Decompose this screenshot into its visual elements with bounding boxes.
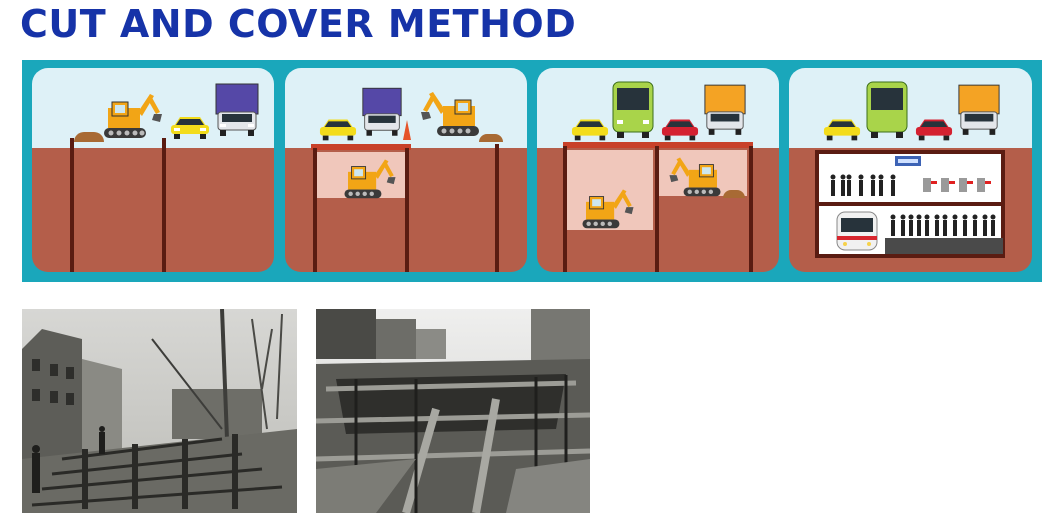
- taxi-icon: [823, 114, 861, 142]
- platform: [885, 238, 1003, 254]
- soil-mound: [74, 132, 104, 142]
- excavator-icon: [577, 186, 639, 230]
- diaphragm-wall: [162, 138, 166, 272]
- people-icon: [829, 174, 919, 198]
- soil-mound: [723, 190, 745, 198]
- taxi-icon: [319, 114, 357, 142]
- diaphragm-wall: [313, 148, 317, 272]
- cut-and-cover-diagram: [22, 60, 1042, 282]
- stage-2-panel: [285, 68, 527, 272]
- excavator-icon: [102, 90, 164, 140]
- truck-icon: [214, 82, 260, 138]
- soil-mound: [479, 134, 503, 142]
- diaphragm-wall: [563, 146, 567, 272]
- diaphragm-wall: [749, 146, 753, 272]
- excavator-icon: [339, 156, 401, 200]
- excavator-icon: [419, 88, 481, 138]
- truck-icon: [361, 84, 403, 140]
- diaphragm-wall: [655, 146, 659, 272]
- stage-4-panel: [789, 68, 1032, 272]
- stage-arrow-icon: [274, 148, 288, 180]
- excavator-icon: [665, 154, 725, 198]
- taxi-icon: [571, 114, 609, 142]
- page-title: CUT AND COVER METHOD: [20, 2, 577, 46]
- traffic-cone-icon: [403, 120, 411, 140]
- car-icon: [661, 114, 699, 142]
- truck-icon: [957, 82, 1001, 138]
- diaphragm-wall: [495, 144, 499, 272]
- temporary-deck: [563, 142, 753, 148]
- temporary-deck: [311, 144, 411, 150]
- historic-street-excavation-photo: [22, 309, 297, 513]
- diaphragm-wall: [70, 138, 74, 272]
- taxi-icon: [170, 112, 210, 140]
- diaphragm-wall: [405, 148, 409, 272]
- station-slab: [815, 202, 1005, 206]
- historic-tunnel-construction-photo: [316, 309, 590, 513]
- bus-icon: [865, 80, 909, 140]
- train-icon: [835, 210, 879, 254]
- turnstile-icon: [923, 176, 993, 194]
- car-icon: [915, 114, 953, 142]
- stage-3-panel: [537, 68, 779, 272]
- ground: [32, 148, 274, 272]
- bus-icon: [611, 80, 655, 140]
- people-icon: [889, 214, 999, 238]
- truck-icon: [703, 82, 747, 138]
- station-sign-icon: [895, 156, 921, 166]
- stage-1-panel: [32, 68, 274, 272]
